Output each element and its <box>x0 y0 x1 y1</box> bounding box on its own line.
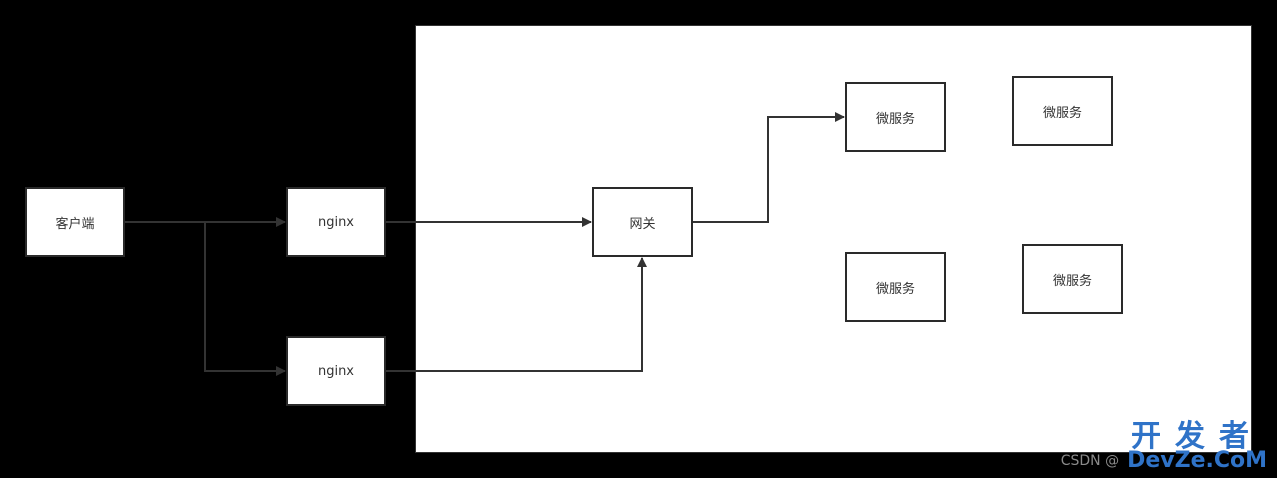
microservice-node-2-label: 微服务 <box>1042 105 1082 121</box>
client-node-label: 客户端 <box>55 216 95 232</box>
watermark-site-prefix: CSDN @ <box>1060 453 1120 469</box>
watermark: CSDN @ 开发者 DevZe.CoM <box>1061 422 1267 472</box>
nginx-bottom-node-label: nginx <box>317 363 355 379</box>
microservice-node-1[interactable]: 微服务 <box>845 82 946 152</box>
edge-client-to-nginx-bottom <box>204 222 286 376</box>
microservice-node-2[interactable]: 微服务 <box>1012 76 1113 146</box>
microservice-node-1-label: 微服务 <box>875 111 915 127</box>
nginx-top-node-label: nginx <box>317 214 355 230</box>
logo-english-text: DevZe.CoM <box>1127 448 1267 473</box>
microservice-node-4[interactable]: 微服务 <box>1022 244 1123 314</box>
gateway-node-label: 网关 <box>629 216 656 232</box>
microservice-node-4-label: 微服务 <box>1052 273 1092 289</box>
logo-chinese-text: 开发者 <box>1131 419 1264 454</box>
edge-gateway-to-microservice <box>693 112 845 223</box>
nginx-bottom-node[interactable]: nginx <box>286 336 386 406</box>
gateway-node[interactable]: 网关 <box>592 187 693 257</box>
microservice-node-3[interactable]: 微服务 <box>845 252 946 322</box>
nginx-top-node[interactable]: nginx <box>286 187 386 257</box>
devze-logo: 开发者 DevZe.CoM <box>1127 422 1267 472</box>
microservice-node-3-label: 微服务 <box>875 281 915 297</box>
client-node[interactable]: 客户端 <box>25 187 125 257</box>
edge-nginx-bottom-to-gateway <box>386 257 647 372</box>
